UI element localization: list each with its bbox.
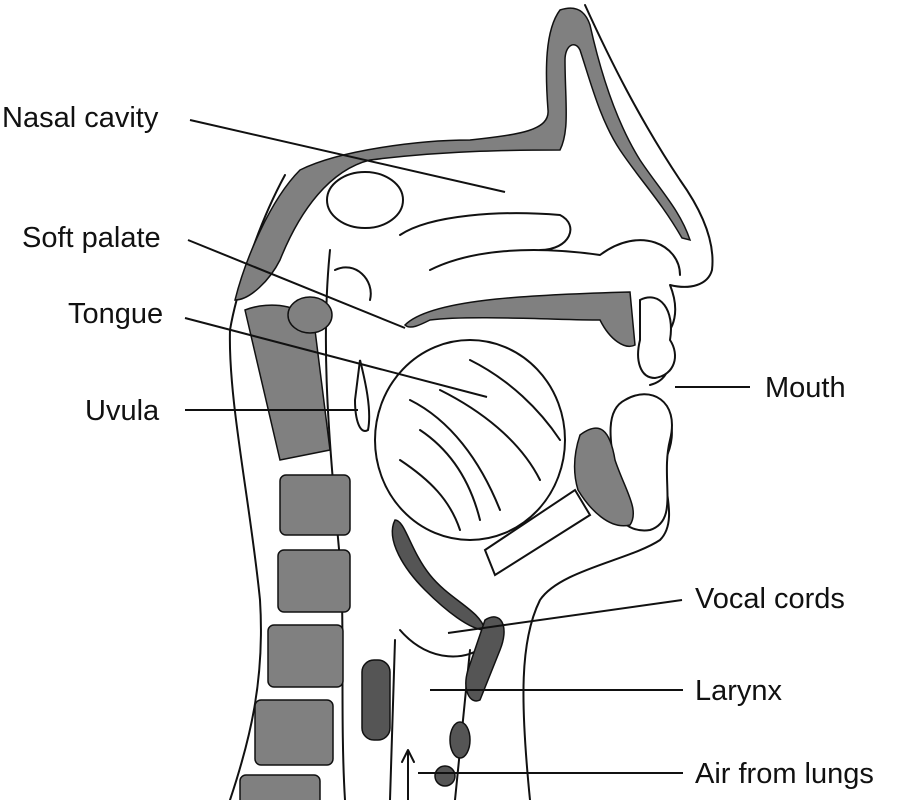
tongue-muscle-lines	[399, 359, 561, 531]
label-uvula: Uvula	[85, 395, 160, 427]
hard-palate	[403, 291, 636, 347]
leader-nasal-cavity	[189, 119, 506, 193]
label-air-from-lungs: Air from lungs	[695, 758, 874, 790]
arytenoid-cartilage	[465, 616, 505, 702]
label-vocal-cords: Vocal cords	[695, 583, 845, 615]
leader-soft-palate	[187, 239, 406, 329]
hyoid-muscle	[483, 488, 592, 577]
uvula-shape	[353, 359, 371, 432]
vertebrae	[239, 296, 351, 800]
upper-lip	[637, 296, 676, 380]
label-mouth: Mouth	[765, 372, 846, 404]
thyroid-cartilage	[361, 659, 391, 741]
nasal-bone	[234, 7, 692, 301]
lower-jaw	[573, 427, 635, 527]
label-nasal-cavity: Nasal cavity	[2, 102, 159, 134]
leader-vocal-cords	[447, 599, 683, 634]
label-soft-palate: Soft palate	[22, 222, 161, 254]
label-larynx: Larynx	[695, 675, 783, 707]
tracheal-ring	[434, 765, 456, 787]
sinus-cavity	[326, 171, 404, 229]
leader-tongue	[184, 317, 488, 398]
label-tongue: Tongue	[68, 298, 163, 330]
nasal-turbinates	[334, 212, 681, 301]
tongue-shape	[374, 339, 566, 541]
cricoid-cartilage	[449, 721, 471, 759]
air-arrow-icon	[401, 749, 415, 800]
